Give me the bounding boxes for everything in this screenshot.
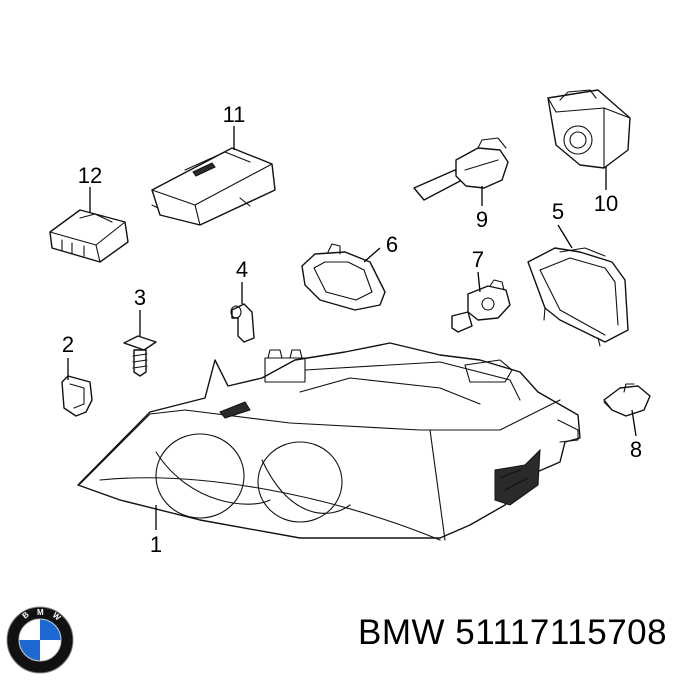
leader-lines xyxy=(67,126,637,530)
leader-7 xyxy=(477,271,481,293)
svg-text:B: B xyxy=(21,610,31,621)
part-6-gasket xyxy=(301,243,386,311)
callout-2: 2 xyxy=(62,332,74,357)
svg-text:M: M xyxy=(37,608,44,617)
leader-5 xyxy=(557,224,573,249)
part-12-ballast xyxy=(49,209,129,263)
part-5-cover xyxy=(527,247,629,347)
part-11-control-unit xyxy=(151,147,276,226)
part-8-bulb-holder xyxy=(603,383,651,417)
part-2-clip xyxy=(61,375,93,417)
part-10-module xyxy=(547,89,631,169)
leader-8 xyxy=(631,409,637,437)
callout-10: 10 xyxy=(594,191,618,216)
part-3-screw xyxy=(123,335,157,377)
bmw-logo: B M W xyxy=(6,606,74,674)
callout-4: 4 xyxy=(236,257,248,282)
part-number-label: BMW 51117115708 xyxy=(358,613,668,652)
svg-text:W: W xyxy=(51,611,63,623)
callout-12: 12 xyxy=(78,163,102,188)
callout-8: 8 xyxy=(630,437,642,462)
callout-11: 11 xyxy=(223,102,246,127)
part-4-elbow-hose xyxy=(230,303,255,343)
part-1-headlight-assembly xyxy=(77,342,581,541)
callout-7: 7 xyxy=(472,247,484,272)
leader-6 xyxy=(363,247,381,263)
callout-5: 5 xyxy=(552,199,564,224)
callout-labels: 1 2 3 4 5 6 7 8 9 10 11 12 xyxy=(62,102,642,557)
callout-1: 1 xyxy=(150,532,162,557)
callout-6: 6 xyxy=(386,232,398,257)
callout-9: 9 xyxy=(476,207,488,232)
part-9-bulb xyxy=(413,137,509,201)
part-7-bulb-socket xyxy=(451,279,511,333)
callout-3: 3 xyxy=(134,285,146,310)
